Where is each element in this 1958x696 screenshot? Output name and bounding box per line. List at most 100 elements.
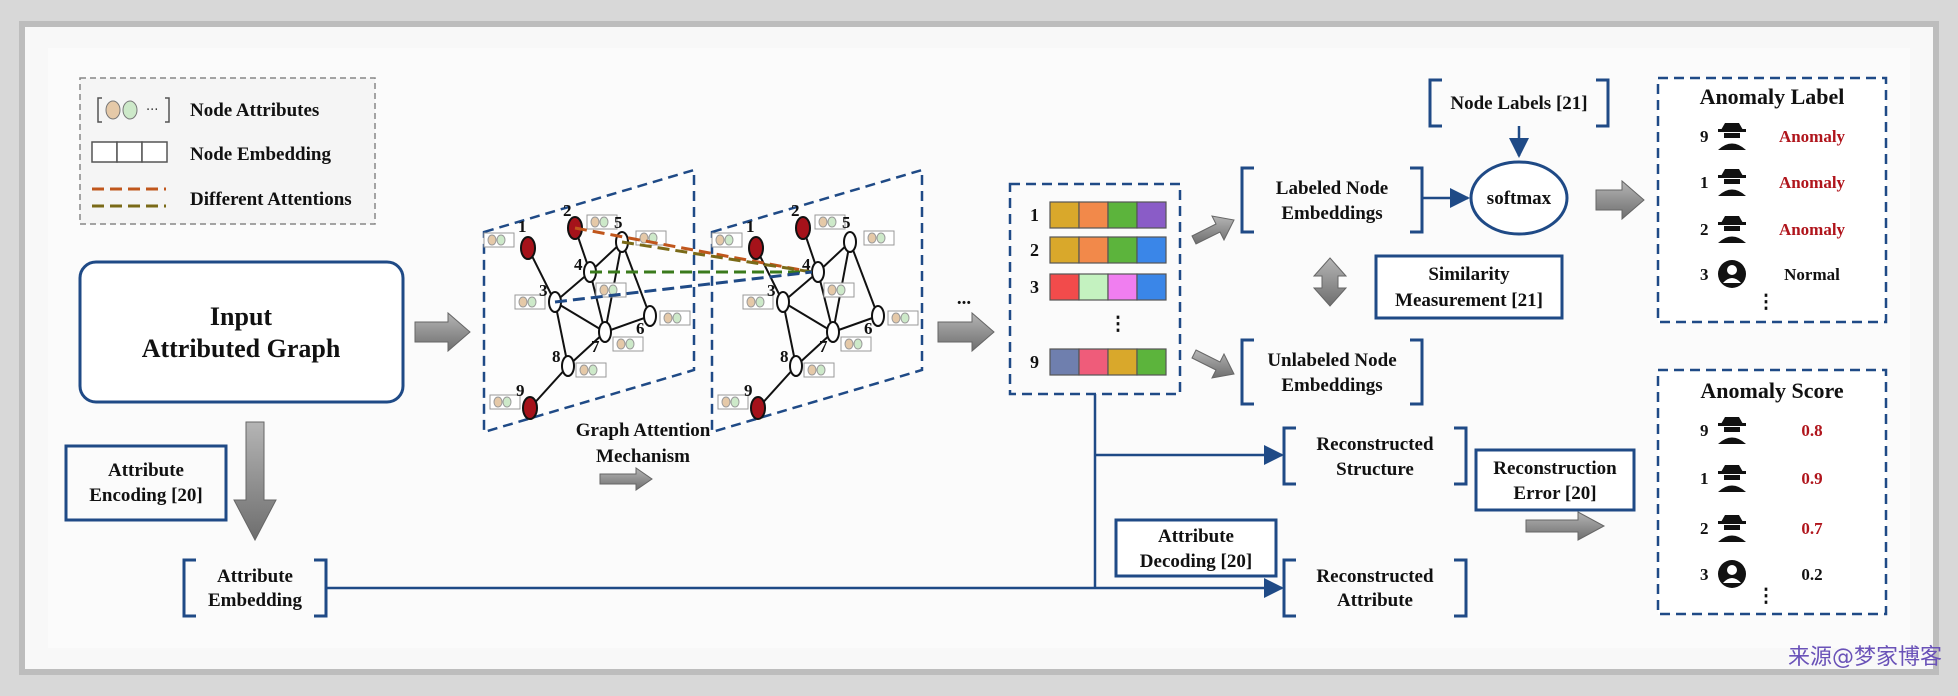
attribute-decoding-line1: Attribute (1158, 526, 1234, 547)
node-attribute-icon (635, 230, 667, 246)
anomaly-label-value: Anomaly (1779, 173, 1846, 192)
embedding-cell (1078, 273, 1109, 301)
node-embedding-icon (91, 141, 168, 163)
anomaly-label-row: 3 Normal (1700, 260, 1840, 288)
node-attribute-icon (586, 214, 618, 230)
graph-edge (795, 331, 834, 367)
similarity-line1: Similarity (1428, 264, 1510, 285)
node-attribute-icon (840, 336, 872, 352)
embedding-cell (1107, 201, 1138, 229)
unlabeled-embeddings-box: Unlabeled Node Embeddings (1240, 338, 1424, 406)
arrow-graph-to-embeddings (937, 311, 995, 353)
embedding-cell (1078, 236, 1109, 264)
spy-icon (1718, 123, 1746, 150)
attribute-encoding-line1: Attribute (108, 460, 184, 481)
reconstructed-structure-box: Reconstructed Structure (1282, 426, 1468, 486)
input-graph-line1: Input (210, 302, 272, 331)
graph-node-label: 1 (518, 217, 527, 236)
labeled-embeddings-line1: Labeled Node (1276, 178, 1388, 199)
similarity-line2: Measurement [21] (1395, 290, 1543, 311)
embedding-cell (1136, 236, 1167, 264)
graph-edge (782, 301, 834, 333)
graph-node-label: 4 (802, 255, 811, 274)
node-attributes-icon: ··· (97, 97, 170, 123)
reconstruction-error-line1: Reconstruction (1493, 458, 1617, 479)
graph-node-9 (750, 396, 766, 420)
graph-node-1 (748, 236, 764, 260)
embedding-row-id: 2 (1030, 240, 1039, 260)
graph-node-label: 9 (516, 381, 525, 400)
arrow-to-unlabeled (1191, 349, 1235, 379)
node-attribute-icon (742, 294, 774, 310)
graph-node-label: 6 (636, 319, 645, 338)
arrow-to-anomaly-label (1595, 179, 1645, 221)
spy-icon (1718, 515, 1746, 542)
node-attribute-icon (711, 232, 743, 248)
graph-node-label: 4 (574, 255, 583, 274)
gat-label-line1: Graph Attention (576, 420, 711, 441)
similarity-box: Similarity Measurement [21] (1374, 254, 1564, 320)
anomaly-label-row-id: 2 (1700, 220, 1709, 239)
embedding-cell (1136, 273, 1167, 301)
anomaly-label-title: Anomaly Label (1700, 84, 1845, 109)
graph-node-label: 6 (864, 319, 873, 338)
embedding-cell (1136, 348, 1167, 376)
embedding-cell (1078, 348, 1109, 376)
embedding-cell (1049, 348, 1080, 376)
spy-icon (1718, 417, 1746, 444)
legend-node-embedding: Node Embedding (190, 144, 331, 165)
node-attribute-icon (887, 310, 919, 326)
embedding-row-id: 1 (1030, 205, 1039, 225)
anomaly-score-row-id: 1 (1700, 469, 1709, 488)
arrow-input-to-embedding (233, 421, 277, 542)
labeled-embeddings-line2: Embeddings (1281, 203, 1382, 224)
spy-icon (1718, 465, 1746, 492)
graph-node-label: 5 (614, 213, 623, 232)
node-attribute-icon (489, 394, 521, 410)
graph-edge (554, 301, 606, 333)
legend-different-attentions: Different Attentions (190, 189, 352, 210)
graph-edge (832, 315, 879, 333)
embedding-cell (1049, 273, 1080, 301)
graph-edge (849, 241, 879, 317)
graph-node-3 (776, 291, 790, 313)
similarity-double-arrow (1312, 257, 1348, 307)
anomaly-label-value: Normal (1784, 265, 1840, 284)
graph-edge (567, 331, 606, 367)
graph-node-8 (561, 355, 575, 377)
reconstructed-attribute-box: Reconstructed Attribute (1282, 558, 1468, 618)
reconstructed-structure-line2: Structure (1336, 459, 1414, 480)
anomaly-score-row-id: 2 (1700, 519, 1709, 538)
graph-node-6 (871, 305, 885, 327)
node-attribute-icon (514, 294, 546, 310)
reconstruction-error-box: Reconstruction Error [20] (1474, 448, 1636, 512)
graph-node-label: 1 (746, 217, 755, 236)
node-labels-text: Node Labels [21] (1450, 93, 1587, 114)
node-attribute-icon (814, 214, 846, 230)
graph-node-label: 9 (744, 381, 753, 400)
spy-icon (1718, 169, 1746, 196)
embedding-row-id: 9 (1030, 352, 1039, 372)
node-attribute-icon (863, 230, 895, 246)
matrix-connectors (1093, 394, 1284, 588)
user-icon (1718, 260, 1746, 288)
graph-node-5 (843, 231, 857, 253)
anomaly-label-row-id: 3 (1700, 265, 1709, 284)
graph-node-label: 2 (791, 201, 800, 220)
labeled-embeddings-box: Labeled Node Embeddings (1240, 166, 1424, 234)
embedding-cell (1078, 201, 1109, 229)
legend: ··· Node Attributes Node Embedding Diffe… (79, 77, 376, 225)
attribute-encoding-line2: Encoding [20] (89, 485, 203, 506)
legend-node-attributes: Node Attributes (190, 100, 319, 121)
embedding-cell (1049, 236, 1080, 264)
